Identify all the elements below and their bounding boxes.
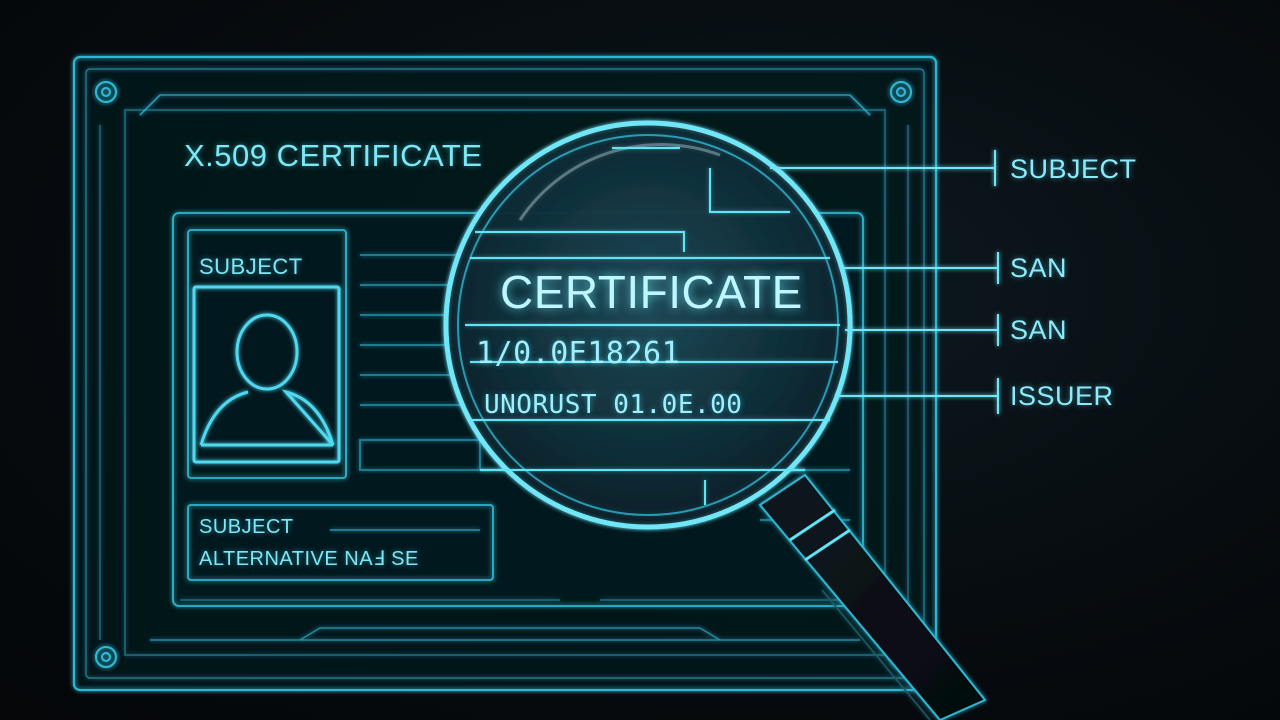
magnifier-handle [758,473,987,720]
magnified-line-2: UNORUST 01.0E.00 [484,390,743,420]
magnified-line-1: 1/0.0E18261 [476,336,681,371]
magnifier-lens [443,120,853,530]
callout-issuer: ISSUER [1010,381,1114,411]
callout-subject: SUBJECT [1010,154,1137,184]
san-box-line-1: SUBJECT [199,516,294,538]
certificate-title: X.509 CERTIFICATE [184,138,483,173]
callout-san-2: SAN [1010,315,1068,345]
subject-box-label: SUBJECT [199,254,303,279]
subject-photo-icon [192,285,341,464]
callout-lines [770,150,999,414]
magnified-title: CERTIFICATE [500,266,803,318]
san-box-line-2: ALTERNATIVE NAℲ SE [199,548,419,570]
callout-san-1: SAN [1010,253,1068,283]
